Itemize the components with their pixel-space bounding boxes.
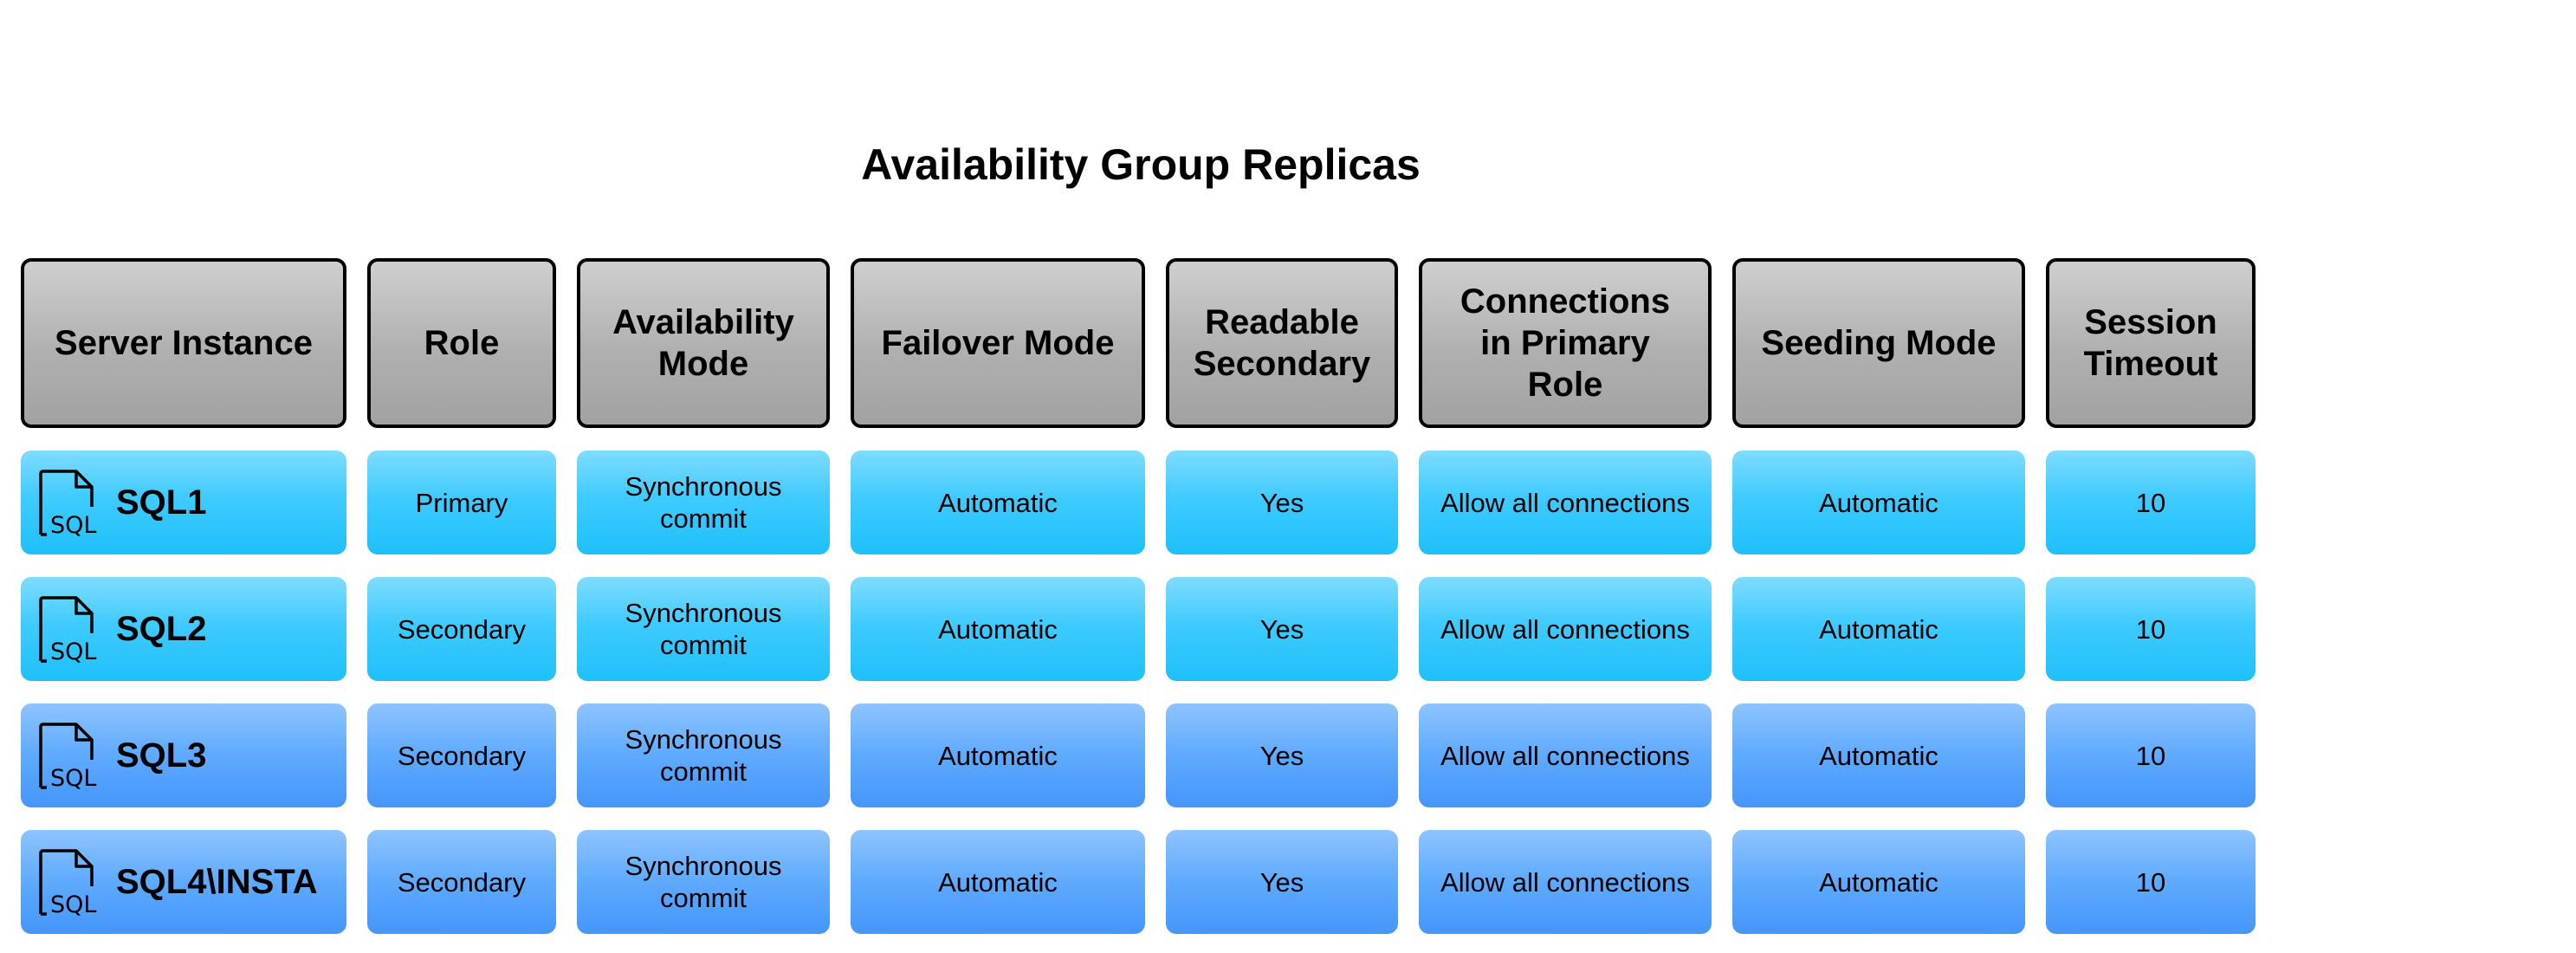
failover-mode-cell: Automatic xyxy=(851,830,1145,934)
header-readable-secondary: Readable Secondary xyxy=(1166,258,1398,428)
role-cell: Secondary xyxy=(367,703,556,807)
sql-file-icon: SQL xyxy=(39,596,96,663)
failover-mode-cell: Automatic xyxy=(851,703,1145,807)
header-seeding-mode: Seeding Mode xyxy=(1732,258,2025,428)
sql-file-icon: SQL xyxy=(39,849,96,916)
header-availability-mode: Availability Mode xyxy=(577,258,830,428)
svg-text:SQL: SQL xyxy=(50,891,96,916)
sql-file-icon: SQL xyxy=(39,470,96,536)
server-cell: SQL SQL3 xyxy=(21,703,346,807)
server-name: SQL4\INSTA xyxy=(116,863,318,901)
session-timeout-cell: 10 xyxy=(2046,451,2256,554)
svg-text:SQL: SQL xyxy=(50,639,96,663)
role-cell: Secondary xyxy=(367,577,556,681)
header-session-timeout: Session Timeout xyxy=(2046,258,2256,428)
failover-mode-cell: Automatic xyxy=(851,451,1145,554)
connections-primary-cell: Allow all connections xyxy=(1419,577,1712,681)
svg-text:SQL: SQL xyxy=(50,512,96,536)
readable-secondary-cell: Yes xyxy=(1166,451,1398,554)
seeding-mode-cell: Automatic xyxy=(1732,703,2025,807)
readable-secondary-cell: Yes xyxy=(1166,830,1398,934)
header-connections-primary-role: Connections in Primary Role xyxy=(1419,258,1712,428)
server-cell: SQL SQL4\INSTA xyxy=(21,830,346,934)
header-role: Role xyxy=(367,258,556,428)
connections-primary-cell: Allow all connections xyxy=(1419,703,1712,807)
seeding-mode-cell: Automatic xyxy=(1732,830,2025,934)
server-name: SQL1 xyxy=(116,483,207,522)
connections-primary-cell: Allow all connections xyxy=(1419,451,1712,554)
session-timeout-cell: 10 xyxy=(2046,703,2256,807)
availability-mode-cell: Synchronous commit xyxy=(577,703,830,807)
availability-mode-cell: Synchronous commit xyxy=(577,830,830,934)
session-timeout-cell: 10 xyxy=(2046,577,2256,681)
server-cell: SQL SQL1 xyxy=(21,451,346,554)
availability-mode-cell: Synchronous commit xyxy=(577,451,830,554)
availability-mode-cell: Synchronous commit xyxy=(577,577,830,681)
connections-primary-cell: Allow all connections xyxy=(1419,830,1712,934)
session-timeout-cell: 10 xyxy=(2046,830,2256,934)
diagram-title: Availability Group Replicas xyxy=(861,140,1421,189)
readable-secondary-cell: Yes xyxy=(1166,577,1398,681)
header-failover-mode: Failover Mode xyxy=(851,258,1145,428)
sql-file-icon: SQL xyxy=(39,723,96,789)
server-cell: SQL SQL2 xyxy=(21,577,346,681)
replica-table: Server Instance Role Availability Mode F… xyxy=(21,258,2256,934)
role-cell: Secondary xyxy=(367,830,556,934)
server-name: SQL3 xyxy=(116,736,207,775)
seeding-mode-cell: Automatic xyxy=(1732,577,2025,681)
readable-secondary-cell: Yes xyxy=(1166,703,1398,807)
svg-text:SQL: SQL xyxy=(50,765,96,789)
failover-mode-cell: Automatic xyxy=(851,577,1145,681)
role-cell: Primary xyxy=(367,451,556,554)
header-server-instance: Server Instance xyxy=(21,258,346,428)
seeding-mode-cell: Automatic xyxy=(1732,451,2025,554)
server-name: SQL2 xyxy=(116,610,207,648)
